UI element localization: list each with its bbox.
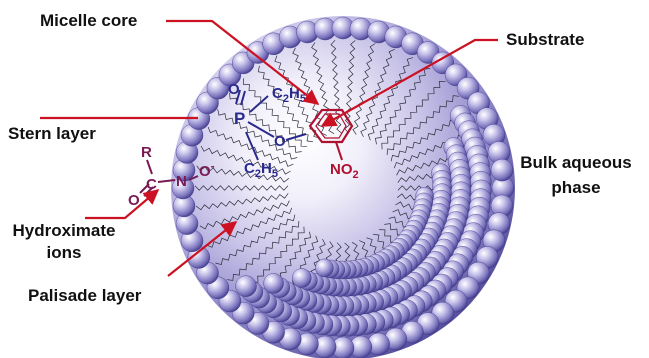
hydrocarbon-chain xyxy=(374,68,431,145)
micelle-core-arrow xyxy=(166,19,320,105)
hydrocarbon-chain xyxy=(386,95,460,156)
palisade-layer-label: Palisade layer xyxy=(28,286,142,305)
pointer-arrows xyxy=(40,19,498,277)
hydroximate-line1: Hydroximate xyxy=(12,221,116,240)
hydrocarbon-chain xyxy=(381,80,446,150)
hydrocarbon-chain xyxy=(199,200,290,230)
hydrocarbon-chain xyxy=(196,165,290,183)
ester-oxygen-label: O xyxy=(274,133,286,150)
hydroximate-line2: ions xyxy=(46,243,82,262)
bulk-aqueous-line1: Bulk aqueous xyxy=(520,153,632,172)
hydroximate-arrow xyxy=(85,189,160,220)
hydrocarbon-chain xyxy=(195,193,289,211)
head-group-sphere xyxy=(292,268,312,288)
head-group-spheres xyxy=(171,16,515,358)
palisade-layer-arrow xyxy=(167,221,238,277)
carbonyl-oxygen-label: O xyxy=(128,192,140,209)
hydrocarbon-chain xyxy=(215,214,296,266)
substrate-arrow xyxy=(320,38,498,127)
hydrocarbon-chain xyxy=(217,109,298,160)
hydroximate-ions-label: Hydroximate ions xyxy=(10,221,118,263)
hydrocarbon-chain xyxy=(242,78,308,147)
hydrocarbon-chain xyxy=(257,65,314,143)
nitro-group-label: NO2 xyxy=(330,161,359,181)
benzene-ring xyxy=(308,108,354,144)
hydrocarbon-chain xyxy=(352,43,376,135)
micelle-core-label: Micelle core xyxy=(40,11,138,30)
head-group-sphere xyxy=(263,273,284,294)
hydrocarbon-chain xyxy=(194,185,289,191)
hydroximate-ion: R C O N O- xyxy=(128,144,215,209)
hydrocarbon-chain xyxy=(226,220,300,281)
phosphorus-label: P xyxy=(234,109,245,128)
head-group-sphere xyxy=(235,275,257,297)
ethyl-bottom-label: C2H5 xyxy=(244,160,278,180)
carbon-label: C xyxy=(146,176,157,193)
head-group-sphere xyxy=(315,258,334,278)
hydrocarbon-chain xyxy=(367,57,414,141)
substrate-label: Substrate xyxy=(506,30,585,49)
nitrogen-label: N xyxy=(176,173,187,190)
hydrocarbon-chain xyxy=(360,48,395,138)
hydrocarbon-chain xyxy=(206,207,293,248)
oxygen-double-label: O xyxy=(228,81,240,98)
head-group-sphere xyxy=(490,158,514,182)
stern-layer-label: Stern layer xyxy=(8,124,96,143)
bulk-aqueous-phase-label: Bulk aqueous phase xyxy=(508,153,644,198)
hydrocarbon-chain xyxy=(207,126,294,167)
bulk-aqueous-line2: phase xyxy=(551,178,601,197)
oxide-label: O- xyxy=(199,159,215,180)
r-group-label: R xyxy=(141,144,152,161)
hydrocarbon-chain xyxy=(200,145,291,175)
hydrocarbon-chain xyxy=(344,40,356,134)
